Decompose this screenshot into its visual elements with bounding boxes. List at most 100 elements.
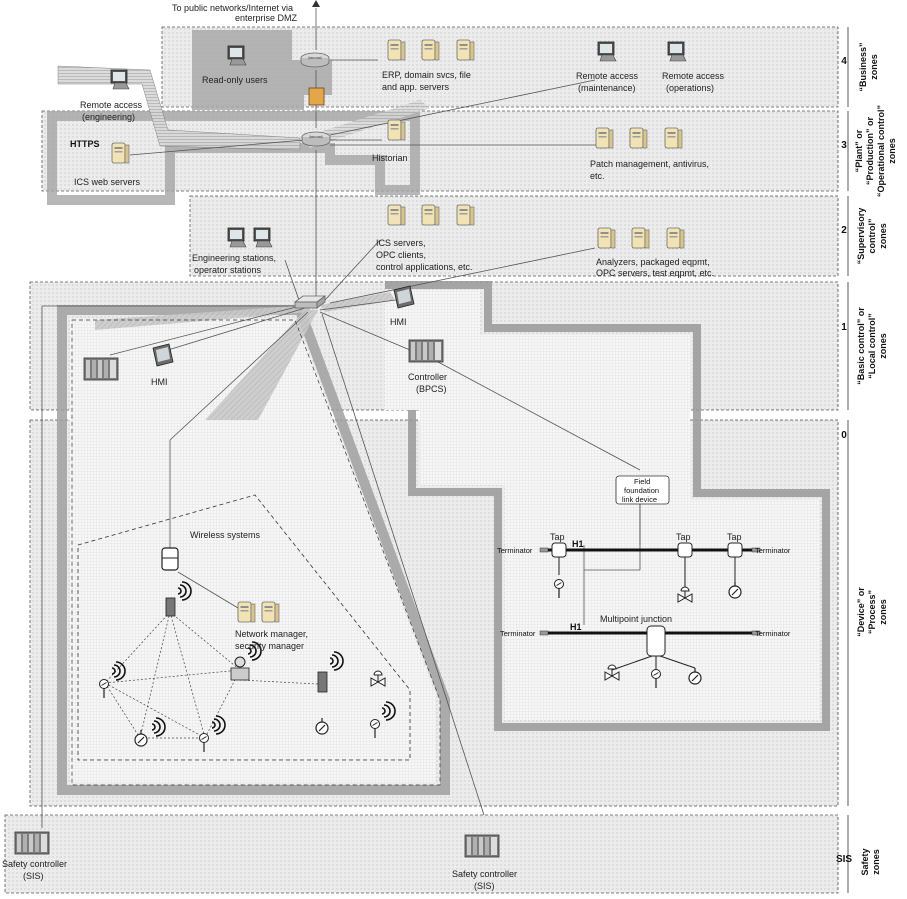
- ics-servers-icon: [387, 204, 475, 226]
- safety-left-label-2: (SIS): [23, 871, 44, 881]
- hmi-top-label: HMI: [390, 317, 407, 327]
- plant-router-icon: [301, 131, 331, 147]
- zone-supervisory-label-3: zones: [878, 223, 888, 249]
- controller-label-2: (BPCS): [416, 384, 447, 394]
- terminator-br-label: Terminator: [755, 629, 791, 638]
- zone-supervisory-label-2: control”: [867, 219, 877, 254]
- zone-sis-label-2: zones: [871, 849, 881, 875]
- remote-ops-pc-icon: [667, 41, 687, 62]
- zone-business-label-2: zones: [869, 54, 879, 80]
- eng-stations-label-1: Engineering stations,: [192, 253, 276, 263]
- firewall-icon: [308, 87, 325, 106]
- terminator-tl-label: Terminator: [497, 546, 533, 555]
- h1-top-label: H1: [572, 539, 584, 549]
- ff-link-label-2: foundation: [624, 486, 659, 495]
- ics-web-label: ICS web servers: [74, 177, 141, 187]
- remote-eng-label-2: (engineering): [82, 112, 135, 122]
- zone-plant-label-2: “Production” or: [865, 117, 875, 185]
- erp-label-2: and app. servers: [382, 82, 450, 92]
- wireless-gateway-icon: [161, 547, 179, 571]
- zone-basic-label-2: “Local control”: [867, 313, 877, 379]
- multipoint-label: Multipoint junction: [600, 614, 672, 624]
- network-links: [41, 8, 641, 828]
- wireless-systems-box: [77, 494, 411, 761]
- internet-router-icon: [300, 52, 330, 68]
- historian-label: Historian: [372, 153, 408, 163]
- h1-bottom-label: H1: [570, 622, 582, 632]
- terminator-bl-label: Terminator: [500, 629, 536, 638]
- sis-zone: [4, 814, 839, 894]
- net-manager-label-2: security manager: [235, 641, 304, 651]
- zone-number-2: 2: [841, 225, 847, 236]
- switch-fan-down: [205, 310, 318, 420]
- top-note-line1: To public networks/Internet via: [172, 3, 293, 13]
- remote-ops-label-2: (operations): [666, 83, 714, 93]
- arrow-up-icon: [312, 0, 320, 7]
- wireless-grid-area: [70, 318, 436, 782]
- switch-fan-right: [320, 292, 395, 312]
- zone-number-1: 1: [841, 322, 847, 333]
- remote-ops-label-1: Remote access: [662, 71, 725, 81]
- https-label: HTTPS: [70, 139, 100, 149]
- safety-left-label-1: Safety controller: [2, 859, 67, 869]
- read-only-users-label: Read-only users: [202, 75, 268, 85]
- wireless-adapter-2-icon: [317, 651, 344, 693]
- hmi-left-label: HMI: [151, 377, 168, 387]
- analyzer-servers-icon: [597, 227, 685, 249]
- ics-servers-label-2: OPC clients,: [376, 250, 426, 260]
- zone-plant-label-1: “Plant” or: [854, 129, 864, 172]
- remote-eng-label-1: Remote access: [80, 100, 143, 110]
- bpcs-grid-area: [385, 290, 820, 720]
- hatched-link-to-remote: [304, 100, 430, 148]
- net-manager-label-1: Network manager,: [235, 629, 308, 639]
- zone-sis-label-1: Safety: [860, 848, 870, 875]
- switch-fan-left: [95, 305, 310, 330]
- remote-maint-label-2: (maintenance): [578, 83, 636, 93]
- wireless-inner-box: [71, 319, 441, 786]
- supervisory-zone: [189, 195, 839, 277]
- read-only-user-pc-icon: [227, 45, 247, 66]
- historian-server-icon: [387, 119, 406, 141]
- remote-maint-label-1: Remote access: [576, 71, 639, 81]
- erp-servers-icon: [387, 39, 475, 61]
- patch-servers-icon: [595, 127, 683, 149]
- tap2-label: Tap: [676, 532, 691, 542]
- wireless-mesh: [104, 611, 319, 739]
- analyzers-label-1: Analyzers, packaged eqpmt,: [596, 257, 710, 267]
- safety-center-label-2: (SIS): [474, 881, 495, 891]
- zone-plant-label-4: zones: [887, 138, 897, 164]
- patch-label-2: etc.: [590, 171, 605, 181]
- wireless-label: Wireless systems: [190, 530, 261, 540]
- remote-eng-pc-icon: [110, 69, 130, 90]
- tap3-label: Tap: [727, 532, 742, 542]
- remote-eng-hatched-link: [57, 65, 301, 151]
- zone-device-label-2: “Process”: [867, 590, 877, 634]
- patch-label-1: Patch management, antivirus,: [590, 159, 709, 169]
- zone-device-label-1: “Device” or: [856, 587, 866, 637]
- zone-supervisory-label-1: “Supervisory: [856, 208, 866, 265]
- h1-bus-bottom: [539, 625, 761, 671]
- wireless-adapter-icon: [165, 581, 192, 617]
- zone-number-3: 3: [841, 140, 847, 151]
- bpcs-controller-icon: [408, 339, 444, 363]
- controller-label-1: Controller: [408, 372, 447, 382]
- ics-servers-label-3: control applications, etc.: [376, 262, 473, 272]
- ff-link-label-1: Field: [634, 477, 650, 486]
- analyzers-label-2: OPC servers, test eqpmt, etc.: [596, 268, 714, 278]
- ics-web-server-icon: [111, 142, 130, 164]
- zone-number-sis: SIS: [836, 854, 852, 865]
- ics-servers-label-1: ICS servers,: [376, 238, 426, 248]
- business-conduit: [192, 30, 332, 110]
- hmi-left-icon: [152, 343, 174, 367]
- safety-controller-center-icon: [464, 834, 500, 858]
- plc-left-icon: [83, 357, 119, 381]
- h1-bus-top: [539, 542, 761, 590]
- zone-basic-label-1: “Basic control” or: [856, 307, 866, 385]
- zone-device-label-3: zones: [878, 599, 888, 625]
- terminator-tr-label: Terminator: [755, 546, 791, 555]
- safety-controller-left-icon: [14, 831, 50, 855]
- safety-center-label-1: Safety controller: [452, 869, 517, 879]
- ff-link-label-3: link device: [622, 495, 657, 504]
- eng-stations-label-2: operator stations: [194, 265, 262, 275]
- remote-maint-pc-icon: [597, 41, 617, 62]
